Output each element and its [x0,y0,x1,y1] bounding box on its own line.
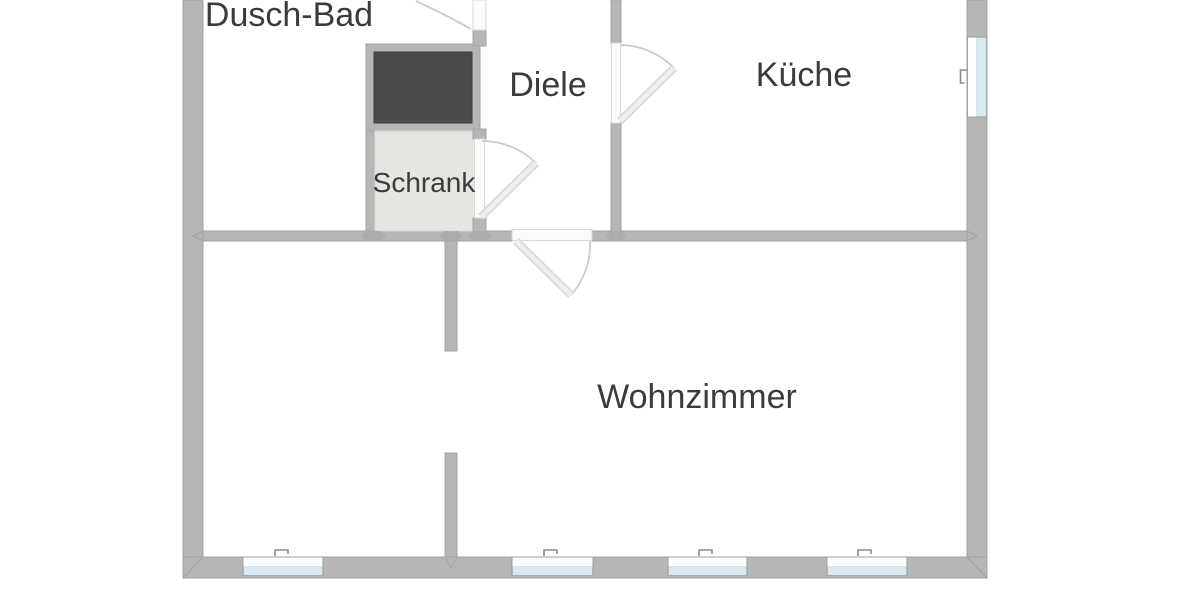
room-label-dusch-bad: Dusch-Bad [205,0,373,34]
room-label-schrank: Schrank [373,167,477,198]
window-glass [976,37,987,117]
room-label-diele: Diele [509,66,586,104]
window-glass [512,566,593,576]
wall-diele-kueche-lower [610,122,622,242]
wall-schrank-right-lower [472,217,487,234]
room-label-kueche: Küche [756,56,852,94]
door-schrank-leaf [479,161,538,219]
bottom-window-2 [511,549,594,576]
door-kueche-arc [620,44,675,69]
window-handle-icon [857,549,872,556]
wall-seam-schrank-right [468,231,491,241]
shaft [373,51,473,124]
wall-schrank-right-mid [472,128,487,140]
wall-seam-partition [440,231,462,241]
window-handle-icon [959,69,967,84]
corner-bevel-bottom-right [966,556,988,579]
window-handle-icon [698,549,713,556]
door-wohnzimmer-threshold [511,229,593,241]
wall-seam-schrank-left [361,231,386,241]
wall-mid-right-segment [591,230,968,242]
door-schrank-threshold [474,138,485,219]
bottom-window-4 [826,549,908,576]
wall-mid-right-cap [966,230,979,242]
door-wohnzimmer [511,229,593,298]
corner-bevel-bottom-left [182,556,204,579]
wall-seam-kueche [606,231,626,241]
wall-wohnzimmer-partition-upper [444,240,458,352]
wall-diele-kueche-upper [610,0,622,44]
door-schrank [474,138,539,220]
door-kueche [611,42,677,124]
wall-wohnzimmer-partition-cap [444,556,458,570]
window-glass [668,566,747,576]
door-schrank-arc [481,140,537,164]
door-top [415,0,487,31]
window-handle-icon [274,549,289,556]
door-top-leaf [472,0,487,31]
wall-exterior-left [182,0,204,579]
door-top-arc [415,0,472,30]
door-kueche-threshold [611,42,621,124]
bottom-window-3 [667,549,748,576]
window-handle-icon [543,549,558,556]
bottom-window-1 [242,549,324,576]
room-schrank-floor [374,130,474,232]
window-glass [827,566,907,576]
wall-wohnzimmer-partition-lower [444,452,458,558]
wall-mid-left-segment [202,230,513,242]
room-label-wohnzimmer: Wohnzimmer [597,378,797,416]
door-wohnzimmer-arc [570,240,591,296]
window-glass [243,566,323,576]
wall-schrank-right-upper [472,29,487,47]
door-kueche-leaf [618,66,676,123]
right-window [959,36,987,118]
wall-mid-left-cap [191,230,204,242]
door-wohnzimmer-leaf [514,239,573,297]
